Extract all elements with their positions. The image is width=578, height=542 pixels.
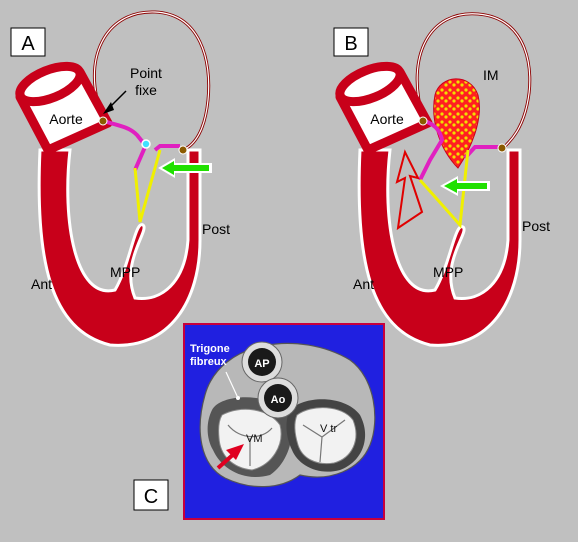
panel-c-ao-label: Ao bbox=[271, 394, 286, 406]
panel-a-letter: A bbox=[21, 33, 35, 55]
panel-a-post-point bbox=[178, 145, 188, 155]
panel-c-tricuspid-valve bbox=[294, 407, 357, 465]
panel-c-aortic-valve bbox=[264, 384, 292, 412]
panel-c-vtr-label: V tr bbox=[320, 423, 337, 435]
panel-a-point-fixe-arrow bbox=[103, 102, 114, 114]
panel-c-trigone-label-1: Trigone bbox=[190, 343, 230, 355]
panel-b-letter-box bbox=[333, 27, 369, 57]
panel-b-posterior-leaflet bbox=[463, 145, 500, 160]
panel-a-green-arrow bbox=[158, 158, 212, 178]
panel-b-aorte-label: Aorte bbox=[370, 111, 404, 127]
panel-b-anterior-leaflet bbox=[418, 119, 445, 181]
panel-b-mpp-label: MPP bbox=[433, 264, 463, 280]
panel-c-ap-label: AP bbox=[254, 358, 269, 370]
panel-a-fixed-point bbox=[98, 116, 108, 126]
panel-c-red-arrow bbox=[216, 444, 244, 470]
panel-a-ant-label: Ant bbox=[31, 276, 52, 292]
panel-c-vm-label: VM bbox=[246, 433, 263, 445]
panel-a-anterior-leaflet bbox=[103, 119, 147, 147]
panel-b-outflow-arrow bbox=[395, 149, 424, 231]
panel-b-green-arrow bbox=[440, 176, 490, 196]
panel-c-trigone-point bbox=[236, 396, 240, 400]
panel-c: Trigone fibreux AP Ao VM V tr C bbox=[133, 323, 385, 520]
panel-a-point-fixe-label-1: Point bbox=[130, 65, 162, 81]
panel-c-letter: C bbox=[144, 486, 158, 508]
panel-c-letter-box bbox=[133, 479, 169, 511]
panel-b: B Aorte IM bbox=[333, 12, 550, 347]
panel-a-post-label: Post bbox=[202, 221, 230, 237]
panel-c-pulmonary-valve bbox=[248, 348, 276, 376]
panel-b-aorta bbox=[335, 61, 433, 155]
panel-a-mpp-label: MPP bbox=[110, 264, 140, 280]
panel-a-ventricle bbox=[37, 148, 202, 347]
panel-a-point-fixe-label-2: fixe bbox=[135, 82, 157, 98]
panel-b-fixed-point bbox=[418, 116, 428, 126]
panel-b-chordae bbox=[418, 149, 470, 229]
panel-a-aorte-label: Aorte bbox=[49, 111, 83, 127]
panel-b-im-label: IM bbox=[483, 67, 499, 83]
panel-a-chordae bbox=[133, 149, 162, 223]
panel-b-letter: B bbox=[344, 33, 357, 55]
panel-b-ventricle bbox=[357, 148, 522, 347]
panel-a-posterior-leaflet bbox=[153, 144, 180, 152]
panel-b-post-label: Post bbox=[522, 218, 550, 234]
panel-a: A Aorte Point fixe Post bbox=[10, 10, 230, 347]
panel-b-regurgitant-jet bbox=[433, 78, 480, 169]
panel-a-coaptation-point bbox=[141, 139, 151, 149]
panel-c-trigone-label-2: fibreux bbox=[190, 356, 228, 368]
panel-a-letter-box bbox=[10, 27, 46, 57]
panel-b-ant-label: Ant bbox=[353, 276, 374, 292]
panel-b-post-point bbox=[497, 143, 507, 153]
panel-a-aorta bbox=[15, 61, 113, 155]
